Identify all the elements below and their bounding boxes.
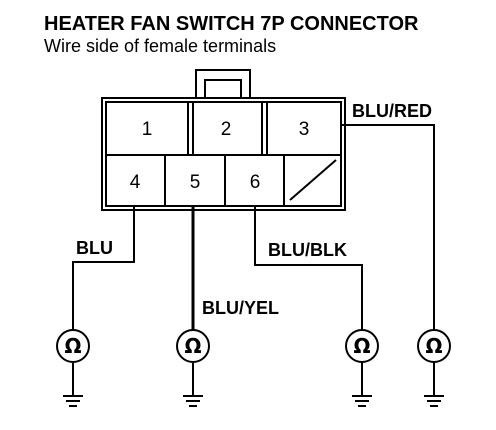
diagram-title: HEATER FAN SWITCH 7P CONNECTOR <box>44 13 419 35</box>
wire-label-pin-5: BLU/YEL <box>202 298 279 318</box>
pin-4-label: 4 <box>130 172 141 193</box>
svg-text:Ω: Ω <box>353 334 370 358</box>
ohmmeter-icon: Ω <box>417 329 451 363</box>
wire-pin-3 <box>341 124 435 330</box>
ground-icon <box>63 362 83 407</box>
wire-label-pin-6: BLU/BLK <box>268 240 347 260</box>
connector-housing <box>101 69 346 211</box>
diagram-subtitle: Wire side of female terminals <box>44 36 276 56</box>
ohmmeter-icon: Ω <box>345 329 379 363</box>
blank-cavity-mark <box>289 159 337 201</box>
wire-pin-6 <box>254 206 363 330</box>
ground-icon <box>424 362 444 407</box>
wire-label-pin-3: BLU/RED <box>352 101 432 121</box>
svg-text:Ω: Ω <box>425 334 442 358</box>
pin-5-label: 5 <box>190 172 201 193</box>
svg-text:Ω: Ω <box>64 334 81 358</box>
wire-label-pin-4: BLU <box>76 238 113 258</box>
ohmmeter-icon: Ω <box>176 329 210 363</box>
housing-outline <box>101 97 346 211</box>
pin-6-label: 6 <box>250 172 261 193</box>
ground-icon <box>183 362 203 407</box>
ohmmeter-icon: Ω <box>56 329 90 363</box>
svg-text:Ω: Ω <box>184 334 201 358</box>
wire-pin-4 <box>72 206 135 330</box>
lock-tab-inner <box>204 79 242 99</box>
pin-1-label: 1 <box>142 119 153 140</box>
pin-2-label: 2 <box>221 119 232 140</box>
ground-icon <box>352 362 372 407</box>
pin-3-label: 3 <box>299 119 310 140</box>
